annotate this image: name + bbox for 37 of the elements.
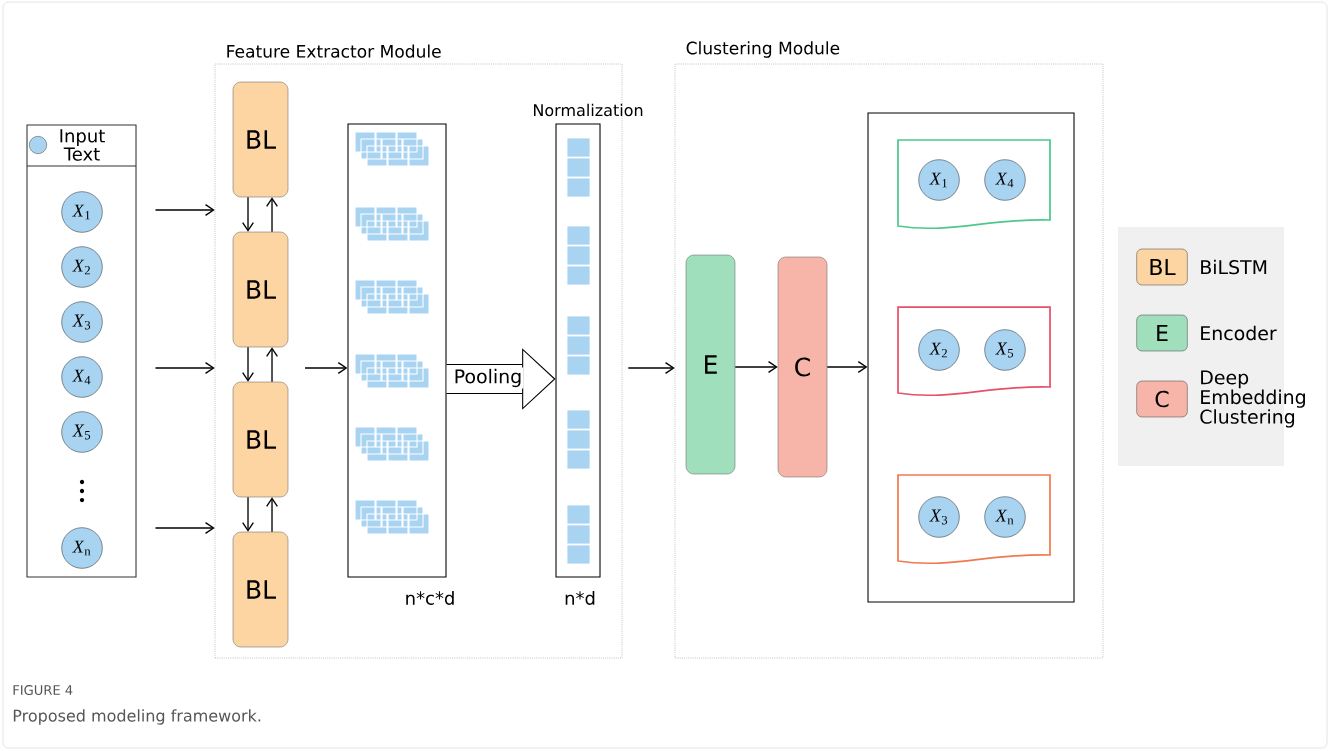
matrix-box — [555, 123, 601, 578]
edge-label: Pooling — [452, 367, 524, 389]
cluster-box — [897, 474, 1051, 565]
layer-block: BL — [232, 231, 289, 348]
arrow — [734, 361, 778, 373]
arrow — [154, 522, 215, 534]
arrow — [446, 348, 556, 410]
matrix-box — [867, 112, 1075, 603]
cluster-box — [897, 139, 1051, 230]
arrow — [266, 197, 278, 233]
arrow — [242, 346, 254, 382]
arrow — [266, 497, 278, 533]
arrow — [154, 204, 215, 216]
legend-label: Encoder — [1201, 325, 1277, 341]
legend-label: Deep Embedding Clustering — [1200, 370, 1305, 428]
layer-block: E — [685, 254, 736, 475]
node-label: Clustering Module — [686, 41, 840, 58]
arrow — [242, 496, 254, 532]
dimension-label: n*c*d — [406, 591, 454, 605]
layer-block: BL — [232, 81, 289, 198]
layer-block: BL — [232, 531, 289, 648]
arrow — [154, 362, 215, 374]
cluster-box — [897, 306, 1051, 397]
matrix-box — [347, 123, 447, 578]
arrow — [242, 196, 254, 232]
arrow — [627, 362, 675, 374]
arrow — [266, 347, 278, 383]
arrow — [304, 362, 348, 374]
dimension-label: n*d — [565, 591, 595, 605]
node-label: Feature Extractor Module — [227, 44, 441, 58]
layer-block: C — [777, 256, 828, 478]
legend-label: BiLSTM — [1201, 259, 1267, 275]
layer-block: BL — [232, 381, 289, 498]
dimension-label: Normalization — [534, 103, 643, 117]
caption: Proposed modeling framework. — [13, 709, 261, 725]
figure-number: FIGURE 4 — [13, 685, 73, 695]
arrow — [826, 361, 868, 373]
